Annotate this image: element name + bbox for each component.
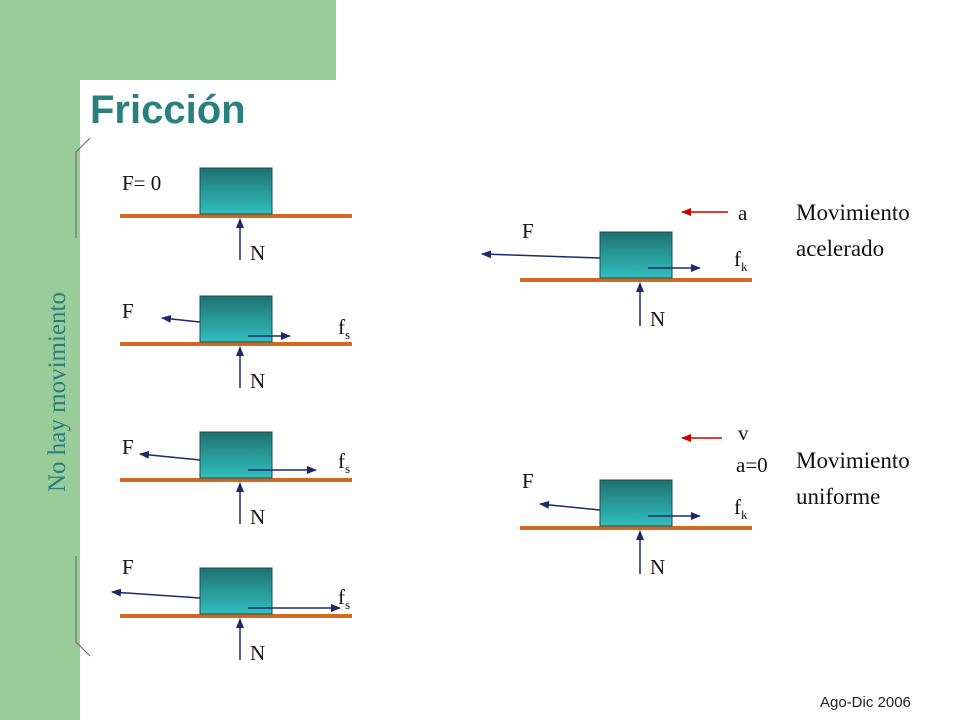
normal-label: N <box>250 505 265 529</box>
force-label: F <box>522 219 534 243</box>
block <box>599 231 673 279</box>
block <box>199 167 273 215</box>
force-label: F <box>122 555 134 579</box>
velocity-label: v <box>738 421 749 445</box>
friction-symbol: f <box>338 315 345 339</box>
panel-2: F fs N <box>120 295 352 393</box>
friction-subscript: s <box>345 461 350 476</box>
friction-symbol: f <box>338 585 345 609</box>
normal-label: N <box>250 241 265 265</box>
friction-symbol: f <box>338 449 345 473</box>
force-arrow <box>539 500 601 511</box>
normal-label: N <box>250 641 265 665</box>
acceleration-label: a <box>738 201 748 225</box>
force-label: F <box>522 469 534 493</box>
block <box>199 295 273 343</box>
acceleration-zero-label: a=0 <box>736 453 768 477</box>
panel-5: F a fk N Movimiento acelerado <box>481 200 910 331</box>
normal-label: N <box>650 307 665 331</box>
friction-symbol: f <box>734 495 741 519</box>
left-accent-bar <box>0 0 80 720</box>
friction-label: fs <box>338 585 350 612</box>
description-line-1: Movimiento <box>796 448 910 473</box>
force-arrow <box>111 588 201 599</box>
friction-label: fs <box>338 449 350 476</box>
force-arrow <box>139 450 201 461</box>
friction-subscript: s <box>345 327 350 342</box>
panel-3: F fs N <box>120 431 352 529</box>
friction-label: fk <box>734 247 748 274</box>
friction-label: fk <box>734 495 748 522</box>
side-bracket-top <box>75 137 91 238</box>
panel-6: F v a=0 fk N Movimiento uniforme <box>520 421 910 579</box>
panel-4: F fs N <box>111 555 352 665</box>
force-arrow <box>161 314 201 323</box>
description-line-1: Movimiento <box>796 200 910 225</box>
force-label: F <box>122 299 134 323</box>
footer-date: Ago-Dic 2006 <box>820 694 911 711</box>
block <box>599 479 673 527</box>
friction-subscript: k <box>741 259 748 274</box>
panel-1: F= 0 N <box>120 167 352 265</box>
side-bracket-bottom <box>75 556 91 657</box>
top-accent-bar <box>0 0 336 80</box>
friction-subscript: k <box>741 507 748 522</box>
normal-label: N <box>650 555 665 579</box>
block <box>199 431 273 479</box>
friction-subscript: s <box>345 597 350 612</box>
force-label: F= 0 <box>122 171 161 195</box>
force-arrow <box>481 250 601 259</box>
block <box>199 567 273 615</box>
friction-symbol: f <box>734 247 741 271</box>
normal-label: N <box>250 369 265 393</box>
description-line-2: uniforme <box>796 484 880 509</box>
friction-label: fs <box>338 315 350 342</box>
force-label: F <box>122 435 134 459</box>
description-line-2: acelerado <box>796 236 884 261</box>
slide-title: Fricción <box>90 88 246 132</box>
